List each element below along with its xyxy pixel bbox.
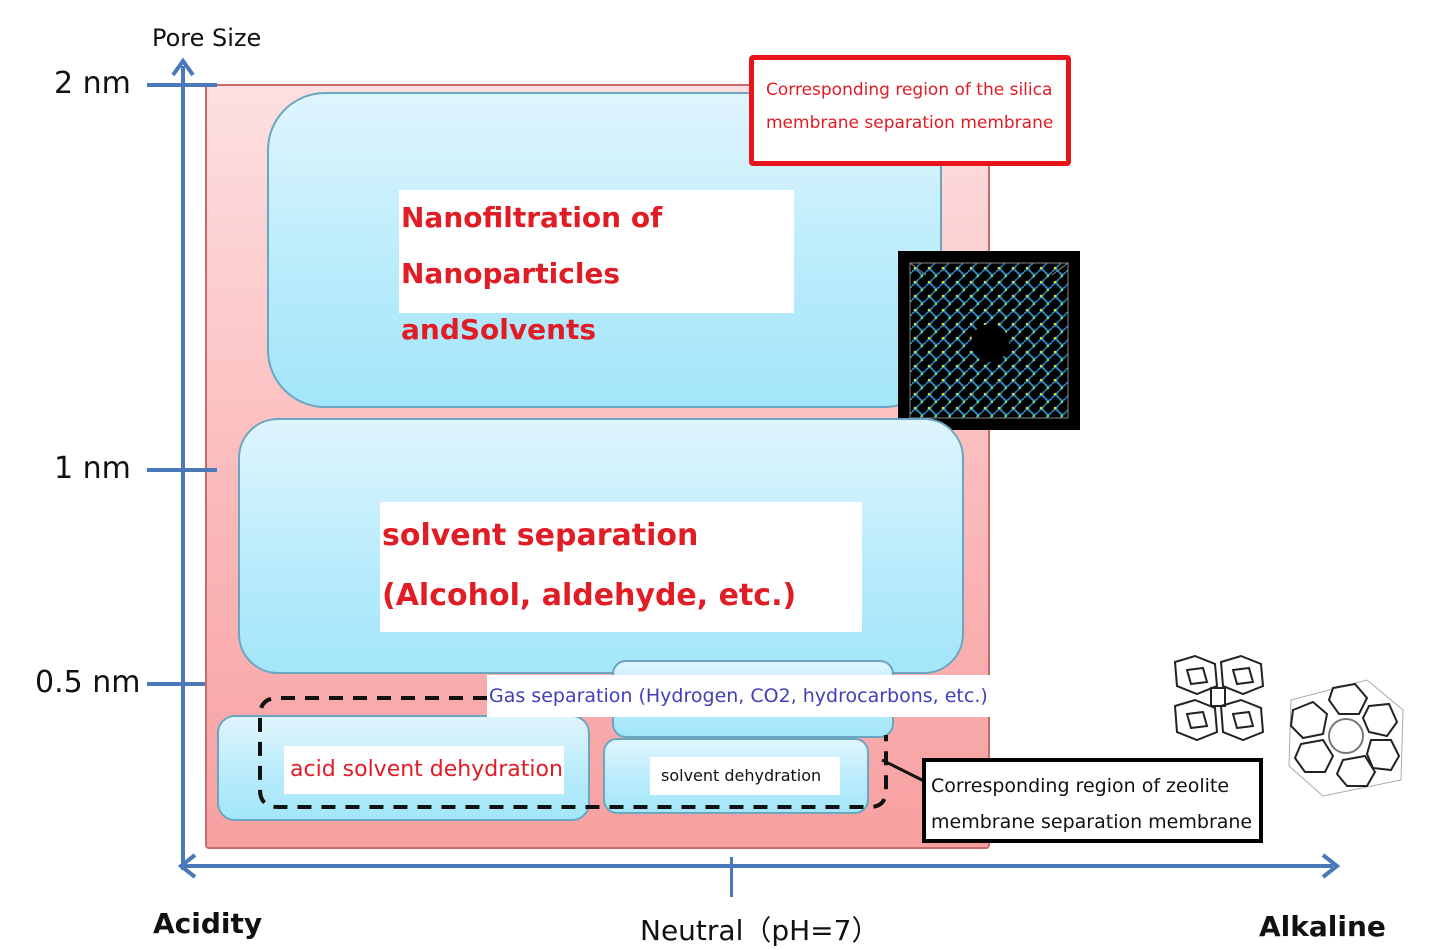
silica-callout: Corresponding region of the silica membr… [749,55,1071,166]
gas-separation-label: Gas separation (Hydrogen, CO2, hydrocarb… [487,675,992,717]
zeolite-connector-line [881,758,925,783]
y-tick-0-5nm [147,682,205,686]
nanofiltration-label-line2: Nanoparticles andSolvents [401,257,621,346]
nanofiltration-label: Nanofiltration of Nanoparticles andSolve… [399,190,794,346]
acid-solvent-dehydration-label: acid solvent dehydration [284,746,564,794]
y-tick-1nm [147,468,217,472]
solvent-separation-label-line2: (Alcohol, aldehyde, etc.) [382,578,797,613]
nanofiltration-label-line1: Nanofiltration of [401,201,663,234]
x-label-alkaline: Alkaline [1259,910,1386,943]
x-axis-left-arrow-icon [177,853,197,879]
y-axis-arrow-icon [171,57,195,77]
zeolite-structure-icon-2 [1288,679,1404,797]
y-tick-label-1nm: 1 nm [54,451,131,486]
y-tick-label-0-5nm: 0.5 nm [35,665,141,700]
neutral-tick [730,857,733,897]
y-axis-title: Pore Size [152,24,262,52]
zeolite-dashed-boundary [258,696,888,809]
x-axis [183,864,1333,868]
solvent-separation-label: solvent separation (Alcohol, aldehyde, e… [380,502,862,632]
y-tick-label-2nm: 2 nm [54,66,131,101]
silica-structure-image [898,251,1080,430]
x-label-acidity: Acidity [153,907,263,940]
zeolite-callout-line1: Corresponding region of zeolite [931,775,1230,797]
zeolite-structure-icon-1 [1173,654,1265,742]
y-tick-2nm [147,83,217,87]
x-axis-right-arrow-icon [1321,853,1341,879]
solvent-separation-label-line1: solvent separation [382,518,699,553]
zeolite-callout: Corresponding region of zeolite membrane… [922,758,1263,843]
silica-network-icon [909,262,1069,419]
silica-callout-line1: Corresponding region of the silica [766,80,1053,100]
silica-callout-line2: membrane separation membrane [766,113,1054,133]
x-label-neutral: Neutral（pH=7） [640,914,880,947]
zeolite-callout-line2: membrane separation membrane [931,811,1253,833]
solvent-dehydration-label: solvent dehydration [650,757,840,795]
